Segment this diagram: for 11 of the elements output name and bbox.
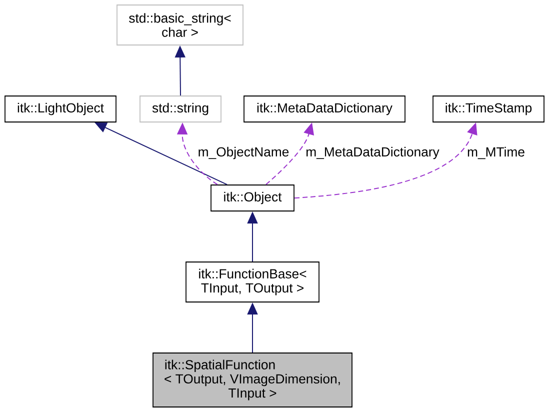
class-box: itk::FunctionBase< TInput, TOutput > [186,262,320,302]
class-box: itk::Object [210,184,294,212]
edge-label: m_MetaDataDictionary [304,146,440,160]
class-box: itk::SpatialFunction < TOutput, VImageDimension, TInput > [152,352,352,408]
edge-label: m_ObjectName [196,146,290,160]
edge-label: m_MTime [466,146,526,160]
class-box: std::basic_string< char > [116,4,244,46]
class-box: itk::LightObject [4,96,116,122]
class-box: std::string [140,96,222,122]
class-box: itk::TimeStamp [432,96,544,122]
class-box: itk::MetaDataDictionary [244,96,406,122]
